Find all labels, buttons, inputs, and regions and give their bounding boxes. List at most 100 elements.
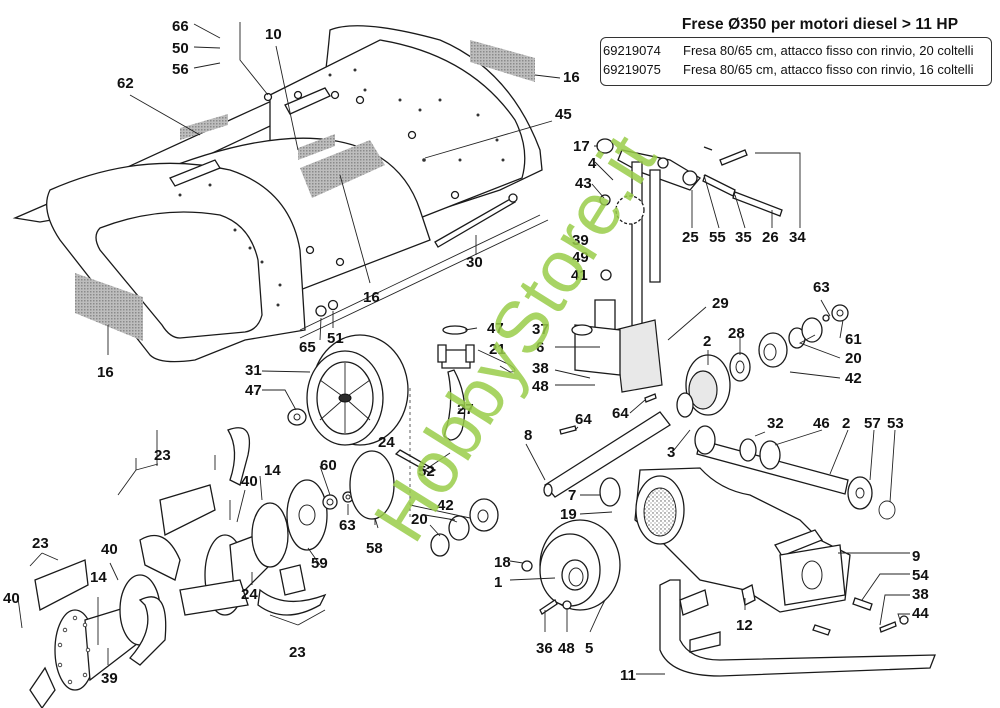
callout: 63 (813, 279, 830, 296)
rotor-hood (12, 25, 549, 363)
model-description: Fresa 80/65 cm, attacco fisso con rinvio… (683, 62, 974, 77)
callout: 56 (172, 61, 189, 78)
tine-rotor-right (139, 427, 328, 616)
callout: 29 (712, 295, 729, 312)
part-48-washer (562, 600, 572, 610)
part-20-bearing (788, 317, 823, 349)
callout: 20 (845, 350, 862, 367)
callout: 40 (241, 473, 258, 490)
dowel-pin (812, 624, 831, 636)
callout: 16 (363, 289, 380, 306)
callout: 21 (489, 341, 506, 358)
callout: 6 (536, 339, 544, 356)
part-17-cap (596, 138, 614, 154)
callout: 36 (536, 640, 553, 657)
callout: 52 (418, 463, 435, 480)
part-8-shaft (543, 392, 694, 498)
callout: 47 (245, 382, 262, 399)
callout: 65 (299, 339, 316, 356)
part-28-washer (729, 352, 751, 382)
callout: 24 (241, 586, 258, 603)
callout: 66 (172, 18, 189, 35)
callout: 23 (154, 447, 171, 464)
callout: 39 (101, 670, 118, 687)
part-63-washer-top (822, 314, 830, 322)
callout: 10 (265, 26, 282, 43)
height-adjust-column (571, 149, 701, 393)
callout: 39 (572, 232, 589, 249)
callout: 40 (3, 590, 20, 607)
callout: 58 (366, 540, 383, 557)
model-row: 69219074 Fresa 80/65 cm, attacco fisso c… (601, 41, 991, 60)
part-58-plate (349, 450, 395, 520)
decal-62 (180, 114, 228, 140)
callout: 45 (555, 106, 572, 123)
callout: 18 (494, 554, 511, 571)
part-43-nut (599, 194, 611, 206)
part-61-nut (831, 304, 849, 322)
part-1-cover (539, 519, 621, 611)
callout-labels: 66 50 56 10 62 16 45 30 16 16 65 51 31 4… (3, 18, 929, 687)
callout: 34 (789, 229, 806, 246)
callout: 9 (912, 548, 920, 565)
callout: 41 (571, 267, 588, 284)
callout: 11 (620, 667, 636, 684)
part-31-wheel (306, 334, 409, 446)
callout: 2 (703, 333, 711, 350)
decal-16-mid (300, 140, 385, 198)
part-21-clip (477, 349, 516, 373)
callout: 32 (767, 415, 784, 432)
part-18-plug (521, 560, 533, 572)
callout: 53 (887, 415, 904, 432)
part-4-sprocket (615, 195, 645, 225)
callout: 46 (813, 415, 830, 432)
part-38-bolt (879, 621, 897, 633)
callout: 2 (842, 415, 850, 432)
callout: 24 (378, 434, 395, 451)
part-9-housing (634, 467, 851, 613)
part-34-bolt (719, 149, 748, 166)
callout: 23 (289, 644, 306, 661)
part-57-bearing (847, 476, 873, 510)
callout: 62 (117, 75, 134, 92)
part-60-nut (322, 494, 338, 510)
part-3-pinion (694, 425, 716, 455)
callout: 40 (101, 541, 118, 558)
model-code: 69219074 (603, 43, 661, 58)
part-41-nut (600, 269, 612, 281)
callout: 55 (709, 229, 726, 246)
callout: 64 (612, 405, 629, 422)
callout: 42 (437, 497, 454, 514)
callout: 16 (563, 69, 580, 86)
part-26-bolt (732, 191, 783, 217)
callout: 35 (735, 229, 752, 246)
callout: 59 (311, 555, 328, 572)
model-row: 69219075 Fresa 80/65 cm, attacco fisso c… (601, 60, 991, 79)
part-65-nut (315, 305, 327, 317)
callout: 57 (864, 415, 881, 432)
part-64-key-2 (644, 393, 657, 403)
callout: 28 (728, 325, 745, 342)
callout: 7 (568, 487, 576, 504)
part-54-pin (852, 597, 873, 611)
callout: 8 (524, 427, 532, 444)
part-53-circlip (878, 500, 896, 520)
callout: 17 (573, 138, 590, 155)
callout: 48 (532, 378, 549, 395)
part-35-spring (702, 174, 736, 197)
callout: 48 (558, 640, 575, 657)
callout: 26 (762, 229, 779, 246)
callout: 3 (667, 444, 675, 461)
callout: 43 (575, 175, 592, 192)
part-30-rod (434, 193, 518, 248)
callout: 51 (327, 330, 344, 347)
part-42-bearing (758, 332, 788, 368)
callout: 20 (411, 511, 428, 528)
callout: 64 (575, 411, 592, 428)
callout: 5 (585, 640, 593, 657)
callout: 42 (845, 370, 862, 387)
callout: 63 (339, 517, 356, 534)
callout: 61 (845, 331, 862, 348)
leader-lines (17, 22, 910, 675)
part-42-bearing-left (469, 498, 499, 532)
